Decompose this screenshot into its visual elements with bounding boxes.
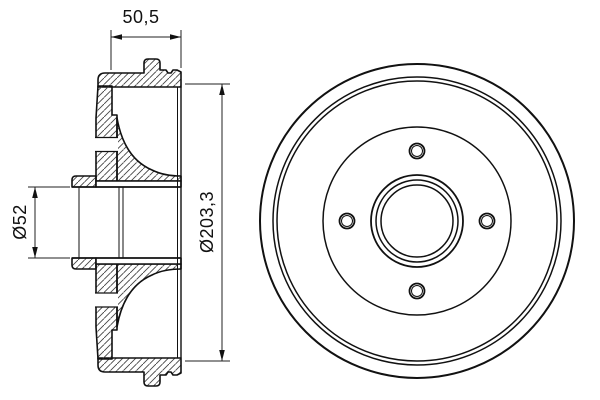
section-hub-collar-lower bbox=[71, 257, 97, 270]
bolt-hole-top-inner bbox=[411, 145, 423, 157]
dimension-lines bbox=[28, 30, 230, 362]
section-hub-shell-lower bbox=[95, 257, 182, 265]
braking-surface-circle bbox=[276, 80, 558, 362]
drum-outer-circle bbox=[259, 63, 575, 379]
arrow-od-bottom bbox=[219, 350, 225, 361]
section-flange-upper bbox=[95, 85, 118, 182]
section-top-wall bbox=[97, 58, 182, 88]
stud-hole-upper bbox=[95, 137, 118, 152]
section-flange-lower bbox=[95, 263, 118, 360]
arrow-od-top bbox=[219, 84, 225, 95]
stud-hole-lower bbox=[95, 293, 118, 307]
bolt-hole-left-inner bbox=[341, 215, 353, 227]
bolt-holes bbox=[338, 142, 496, 300]
dimension-outer-diameter-label: Ø203,3 bbox=[197, 190, 217, 254]
bolt-hole-bottom bbox=[408, 282, 426, 300]
section-web-lower bbox=[116, 263, 182, 328]
bolt-hole-right-inner bbox=[481, 215, 493, 227]
section-stud-holes bbox=[95, 136, 118, 308]
drum-rim-circle bbox=[272, 76, 562, 366]
mounting-flange-circle bbox=[322, 126, 512, 316]
arrow-width-left bbox=[111, 34, 122, 40]
arrow-bore-top bbox=[32, 187, 38, 198]
section-bore bbox=[72, 87, 182, 358]
bolt-hole-top bbox=[408, 142, 426, 160]
dimension-width-label: 50,5 bbox=[122, 7, 160, 27]
bolt-hole-left bbox=[338, 212, 356, 230]
bolt-hole-right bbox=[478, 212, 496, 230]
section-hub-collar-upper bbox=[71, 175, 97, 188]
arrow-width-right bbox=[170, 34, 181, 40]
section-view bbox=[71, 58, 182, 387]
section-bottom-wall bbox=[97, 357, 182, 387]
front-view bbox=[259, 63, 575, 379]
hub-outer-circle bbox=[370, 174, 464, 268]
section-web-upper bbox=[116, 117, 182, 182]
bolt-hole-bottom-inner bbox=[411, 285, 423, 297]
hub-chamfer-circle bbox=[375, 179, 459, 263]
arrow-bore-bottom bbox=[32, 247, 38, 258]
dimension-bore-label: Ø52 bbox=[10, 204, 30, 240]
center-bore-circle bbox=[380, 184, 454, 258]
section-hub-shell-upper bbox=[95, 180, 182, 188]
